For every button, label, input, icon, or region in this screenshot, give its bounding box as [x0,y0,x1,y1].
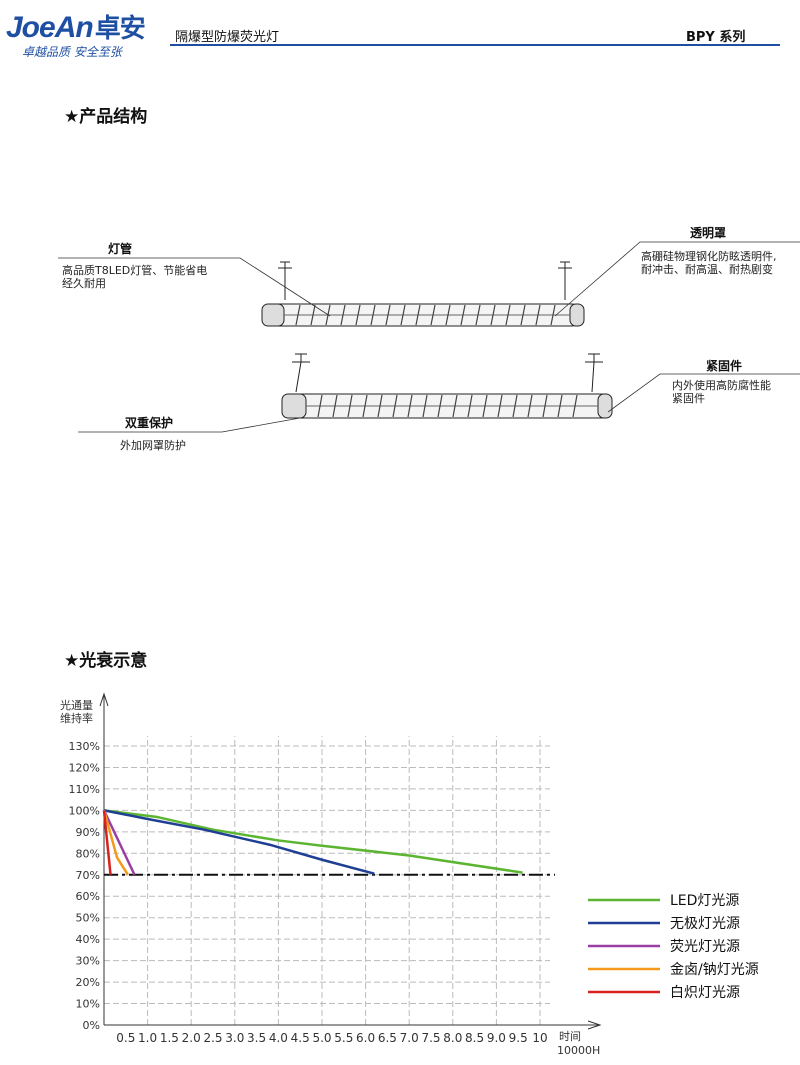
document-title: 隔爆型防爆荧光灯 [175,30,280,45]
x-tick-label: 4.5 [291,1031,310,1045]
callout-fastener-text: 内外使用高防腐性能 紧固件 [672,379,771,405]
brand-logo: JoeAn卓安 [6,8,146,45]
x-tick-label: 1.0 [138,1031,157,1045]
x-tick-label: 7.0 [400,1031,419,1045]
legend-label-0: LED灯光源 [670,893,739,909]
y-tick-label: 80% [76,847,100,860]
callout-fastener-title: 紧固件 [706,359,743,373]
callout-protection-title: 双重保护 [125,416,174,430]
y-tick-label: 20% [76,976,100,989]
x-tick-label: 9.0 [487,1031,506,1045]
callout-cover-text: 高硼硅物理钢化防眩透明件, 耐冲击、耐高温、耐热剧变 [641,250,777,276]
y-tick-label: 70% [76,869,100,882]
brand-slogan: 卓越品质 安全至张 [22,45,122,59]
x-tick-label: 7.5 [421,1031,440,1045]
callout-tube-title: 灯管 [108,242,133,256]
x-tick-label: 8.0 [443,1031,462,1045]
x-tick-label: 2.0 [182,1031,201,1045]
x-tick-label: 6.5 [378,1031,397,1045]
legend-label-1: 无极灯光源 [670,916,740,932]
series-label: BPY 系列 [686,30,746,45]
legend-label-4: 白炽灯光源 [670,985,740,1001]
decay-chart: 0% 10% 20% 30% 40% 50% 60% 70% 80% 90% 100% 110% 120… [60,692,759,1057]
lamp-lower [281,353,613,419]
callout-fastener-line-2: 紧固件 [672,392,705,405]
y-tick-label: 100% [69,804,100,817]
x-tick-label: 10 [532,1031,547,1045]
callout-cover-line-2: 耐冲击、耐高温、耐热剧变 [641,263,773,276]
lamp-lower-ribs [317,394,578,418]
x-tick-label: 6.0 [356,1031,375,1045]
header-rule [170,44,780,46]
x-tick-label: 3.5 [247,1031,266,1045]
legend-label-2: 荧光灯光源 [670,938,740,955]
structure-heading: ★产品结构 [64,107,148,127]
chart-y-ticks: 0% 10% 20% 30% 40% 50% 60% 70% 80% 90% 100% 110% 120… [69,740,100,1032]
legend-label-3: 金卤/钠灯光源 [670,962,759,978]
chart-ylabel-line-1: 光通量 [60,698,93,712]
y-tick-label: 30% [76,955,100,968]
chart-xlabel-line-2: 10000H [557,1044,600,1057]
x-axis-arrow [587,1020,602,1030]
series-line-1 [103,809,375,875]
leader-lines [58,241,800,433]
x-tick-label: 4.0 [269,1031,288,1045]
chart-ylabel-line-2: 维持率 [60,711,93,725]
chart-xlabel-line-1: 时间 [559,1030,581,1043]
x-tick-label: 3.0 [225,1031,244,1045]
y-tick-label: 90% [76,826,100,839]
callout-cover-line-1: 高硼硅物理钢化防眩透明件, [641,250,777,263]
series-line-4 [102,810,112,875]
x-tick-label: 9.5 [509,1031,528,1045]
x-tick-label: 1.5 [160,1031,179,1045]
y-tick-label: 0% [83,1019,100,1032]
y-tick-label: 60% [76,890,100,903]
chart-series [102,809,523,876]
lamp-illustration [58,241,800,433]
y-tick-label: 10% [76,998,100,1011]
brand-cn: 卓安 [94,13,146,43]
y-tick-label: 120% [69,761,100,774]
chart-axes [99,692,602,1030]
x-tick-label: 5.5 [334,1031,353,1045]
chart-grid [104,736,550,1025]
callout-fastener-line-1: 内外使用高防腐性能 [672,379,771,392]
brand-latin: JoeAn [6,11,94,44]
callout-tube-line-2: 经久耐用 [62,277,106,290]
callout-cover-title: 透明罩 [690,226,727,240]
y-tick-label: 50% [76,912,100,925]
x-tick-label: 0.5 [116,1031,135,1045]
x-tick-label: 5.0 [312,1031,331,1045]
x-tick-label: 2.5 [203,1031,222,1045]
series-line-2 [102,809,136,876]
callout-tube-text: 高品质T8LED灯管、节能省电 经久耐用 [62,264,207,290]
series-line-3 [102,810,130,876]
y-axis-arrow [99,692,109,707]
y-tick-label: 130% [69,740,100,753]
y-tick-label: 110% [69,783,100,796]
callout-tube-line-1: 高品质T8LED灯管、节能省电 [62,264,208,277]
x-tick-label: 8.5 [465,1031,484,1045]
decay-heading: ★光衰示意 [64,651,148,671]
callout-protection-line-1: 外加网罩防护 [120,439,186,452]
series-line-0 [103,809,523,874]
y-tick-label: 40% [76,933,100,946]
lamp-upper [261,261,585,327]
callout-protection-text: 外加网罩防护 [120,439,186,452]
